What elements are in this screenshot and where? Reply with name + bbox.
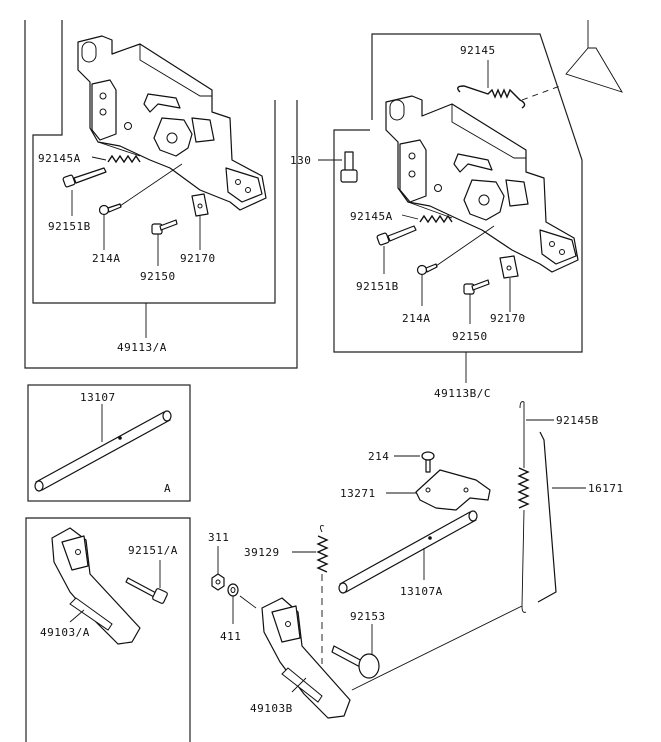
frame-13107 <box>27 384 191 502</box>
control-bracket-left <box>77 35 267 211</box>
label-tr-92170: 92170 <box>490 312 526 325</box>
label-tr-49113bc: 49113B/C <box>434 387 491 400</box>
label-tr-214a: 214A <box>402 312 431 325</box>
label-box-a: A <box>164 482 171 495</box>
label-411: 411 <box>220 630 241 643</box>
leader-tr-92145a <box>401 214 419 220</box>
rod-16171 <box>537 431 557 603</box>
link-line-bottom <box>351 605 523 691</box>
label-92145b: 92145B <box>556 414 599 427</box>
bolt-130-right <box>340 151 358 183</box>
label-tl-92170: 92170 <box>180 252 216 265</box>
clip-92170-right <box>499 255 519 279</box>
label-tl-92145a: 92145A <box>38 152 81 165</box>
spring-92145a-right <box>419 214 453 224</box>
plate-13271 <box>415 469 491 511</box>
frame-49103-a <box>25 517 191 742</box>
label-tl-49113a: 49113/A <box>117 341 167 354</box>
shaft-13107 <box>34 410 172 492</box>
leader-411-shaft <box>239 595 257 609</box>
label-tr-92145: 92145 <box>460 44 496 57</box>
nut-311 <box>211 573 225 591</box>
label-tr-92150: 92150 <box>452 330 488 343</box>
label-92153: 92153 <box>350 610 386 623</box>
outer-frame-49113-a <box>24 20 298 369</box>
label-13271: 13271 <box>340 487 376 500</box>
group-49103-a: 92151/A 49103/A <box>25 517 191 742</box>
label-214: 214 <box>368 450 389 463</box>
label-92151a: 92151/A <box>128 544 178 557</box>
leader-tl-92145a <box>91 156 107 161</box>
shaft-13107a <box>338 510 478 594</box>
leader-tl-axis <box>119 163 183 207</box>
spring-92145-right <box>457 85 526 109</box>
spring-39129 <box>316 525 329 664</box>
label-tl-92150: 92150 <box>140 270 176 283</box>
screw-214 <box>421 451 435 473</box>
label-13107a: 13107A <box>400 585 443 598</box>
bolt-92153 <box>331 645 380 679</box>
label-39129: 39129 <box>244 546 280 559</box>
label-311: 311 <box>208 531 229 544</box>
bolt-92151a <box>125 577 168 604</box>
wire-hook-top-right <box>521 20 623 101</box>
label-16171: 16171 <box>588 482 624 495</box>
group-49113-bc: 92145 130 92145A 92151B 214A 92170 92150… <box>290 20 623 400</box>
frame-49113-bc <box>333 33 583 353</box>
control-bracket-right <box>385 95 579 273</box>
label-tl-92151b: 92151B <box>48 220 91 233</box>
label-tr-92145a: 92145A <box>350 210 393 223</box>
bolt-92150-left <box>151 219 178 235</box>
group-49113-a: 92145A 92151B 214A 92170 92150 49113/A <box>24 20 298 369</box>
label-49103a: 49103/A <box>40 626 90 639</box>
label-13107: 13107 <box>80 391 116 404</box>
group-13107-box: 13107 A <box>27 384 191 502</box>
clip-92170-left <box>191 193 209 217</box>
leader-49103b <box>291 677 307 693</box>
inner-frame-49113-a <box>32 20 276 304</box>
label-tl-214a: 214A <box>92 252 121 265</box>
screw-214a-left <box>98 203 122 216</box>
lever-49103b <box>261 597 351 719</box>
leader-49103a <box>69 609 85 623</box>
label-tr-92151b: 92151B <box>356 280 399 293</box>
bolt-92151b-left <box>62 167 107 188</box>
screw-214a-right <box>416 263 438 276</box>
spring-92145a-left <box>107 154 141 164</box>
label-49103b: 49103B <box>250 702 293 715</box>
lever-49103a <box>51 527 141 645</box>
bolt-92151b-right <box>376 225 417 246</box>
spring-92145b <box>517 401 530 613</box>
bolt-92150-right <box>463 279 490 295</box>
washer-411 <box>227 583 239 597</box>
label-tr-130: 130 <box>290 154 311 167</box>
leader-tr-axis <box>435 225 495 267</box>
